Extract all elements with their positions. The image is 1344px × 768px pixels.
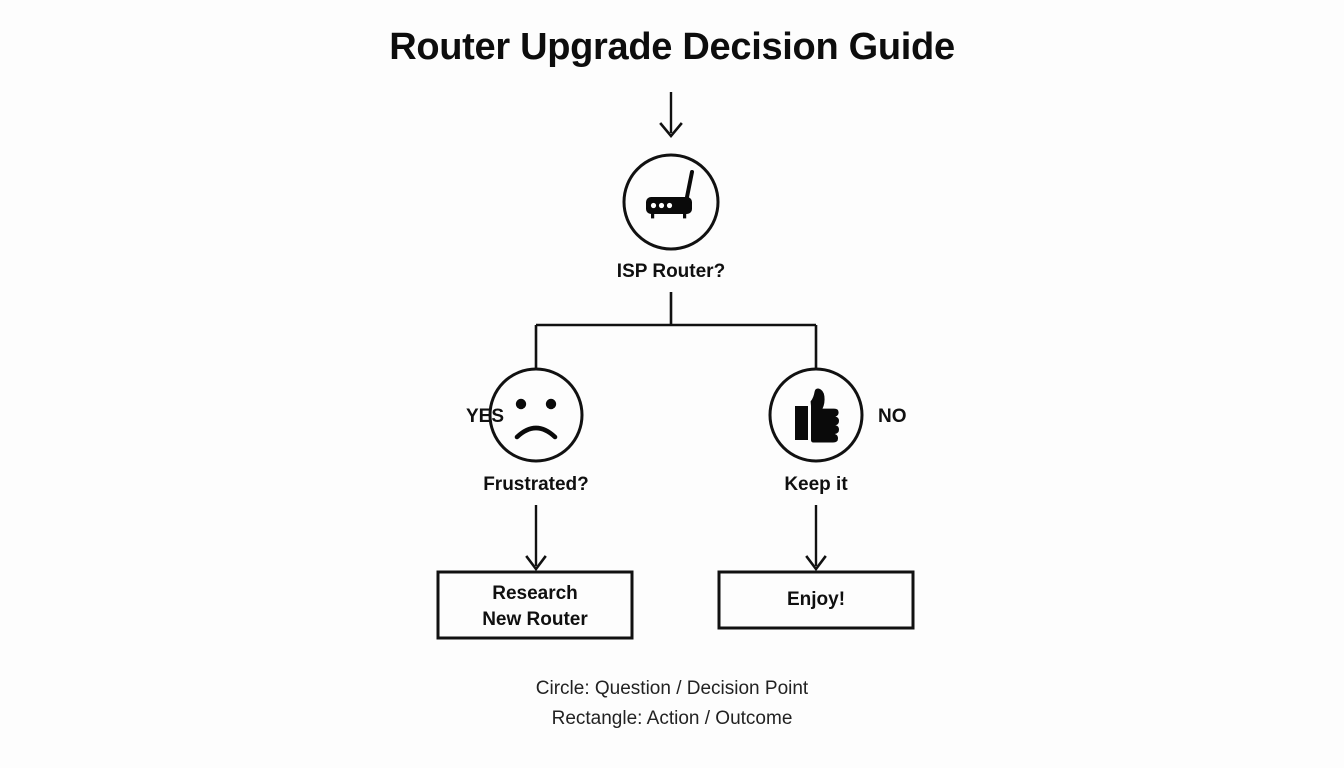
edge-label-no: NO: [878, 406, 907, 427]
edge-label-yes: YES: [465, 406, 504, 427]
legend-line-rectangle: Rectangle: Action / Outcome: [551, 708, 793, 729]
node-frustrated: [488, 367, 584, 463]
branch-connector: [534, 292, 818, 368]
arrow-frustrated-to-research: [525, 505, 547, 572]
node-isp-router: [622, 153, 720, 251]
page-title: Router Upgrade Decision Guide: [389, 26, 955, 68]
outcome-label-enjoy-line1: Enjoy!: [786, 589, 846, 610]
label-frustrated: Frustrated?: [483, 474, 589, 495]
outcome-label-research-line1: Research: [492, 583, 578, 604]
outcome-box-enjoy: [717, 570, 915, 630]
node-keep-it: [768, 367, 864, 463]
outcome-label-research-line2: New Router: [482, 609, 588, 630]
outcome-box-research: [436, 570, 634, 640]
outcome-label-enjoy: Enjoy!: [719, 587, 913, 613]
legend-line-circle: Circle: Question / Decision Point: [535, 678, 809, 699]
sad-face-icon: [514, 398, 558, 440]
router-icon: [646, 170, 694, 219]
label-isp-router: ISP Router?: [616, 261, 726, 282]
arrow-title-to-root: [659, 92, 683, 139]
arrow-keepit-to-enjoy: [805, 505, 827, 572]
outcome-label-research: Research New Router: [438, 581, 632, 633]
thumbs-up-icon: [795, 388, 839, 443]
label-keep-it: Keep it: [784, 474, 848, 495]
